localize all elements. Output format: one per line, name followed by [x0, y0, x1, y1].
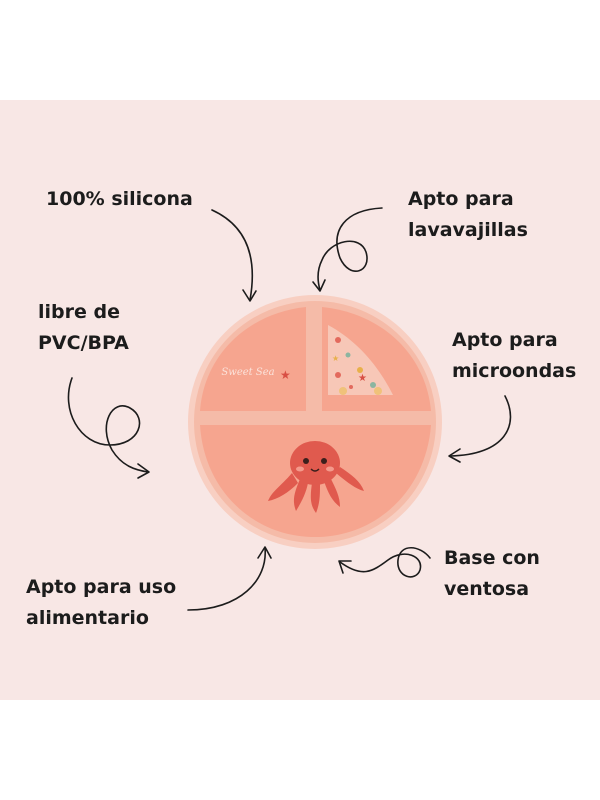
- product-panel: Sweet Sea ★ ★ ★: [0, 100, 600, 700]
- compartment-top-left: [200, 307, 306, 411]
- label-silicone: 100% silicona: [46, 188, 193, 210]
- arrow-suction: [339, 546, 431, 578]
- arrow-microwave-head: [448, 448, 461, 463]
- arrow-microwave: [449, 395, 512, 457]
- arrow-food-use: [187, 547, 266, 611]
- label-suction: Base con ventosa: [444, 547, 540, 600]
- arrow-dishwasher-head: [312, 279, 326, 292]
- arrow-pvc: [67, 377, 149, 473]
- arrow-silicone: [211, 209, 254, 301]
- plate-logo: Sweet Sea: [221, 367, 274, 378]
- arrow-pvc-head: [137, 463, 150, 479]
- svg-text:★: ★: [332, 354, 339, 363]
- arrow-dishwasher: [317, 207, 383, 291]
- label-pvc-bpa: libre de PVC/BPA: [38, 301, 129, 354]
- svg-text:★: ★: [358, 373, 367, 384]
- arrow-food-use-head: [257, 546, 272, 559]
- label-dishwasher: Apto para lavavajillas: [408, 188, 528, 241]
- annotation-arrows: [67, 207, 512, 611]
- octopus-illustration: [268, 441, 364, 513]
- plate-logo-star: ★: [280, 368, 291, 382]
- sea-pattern: ★ ★: [328, 325, 393, 395]
- divided-plate: Sweet Sea ★ ★ ★: [188, 295, 442, 549]
- label-food-use: Apto para uso alimentario: [26, 576, 177, 629]
- label-microwave: Apto para microondas: [452, 329, 577, 382]
- arrow-silicone-head: [242, 289, 257, 302]
- arrow-suction-head: [338, 560, 352, 574]
